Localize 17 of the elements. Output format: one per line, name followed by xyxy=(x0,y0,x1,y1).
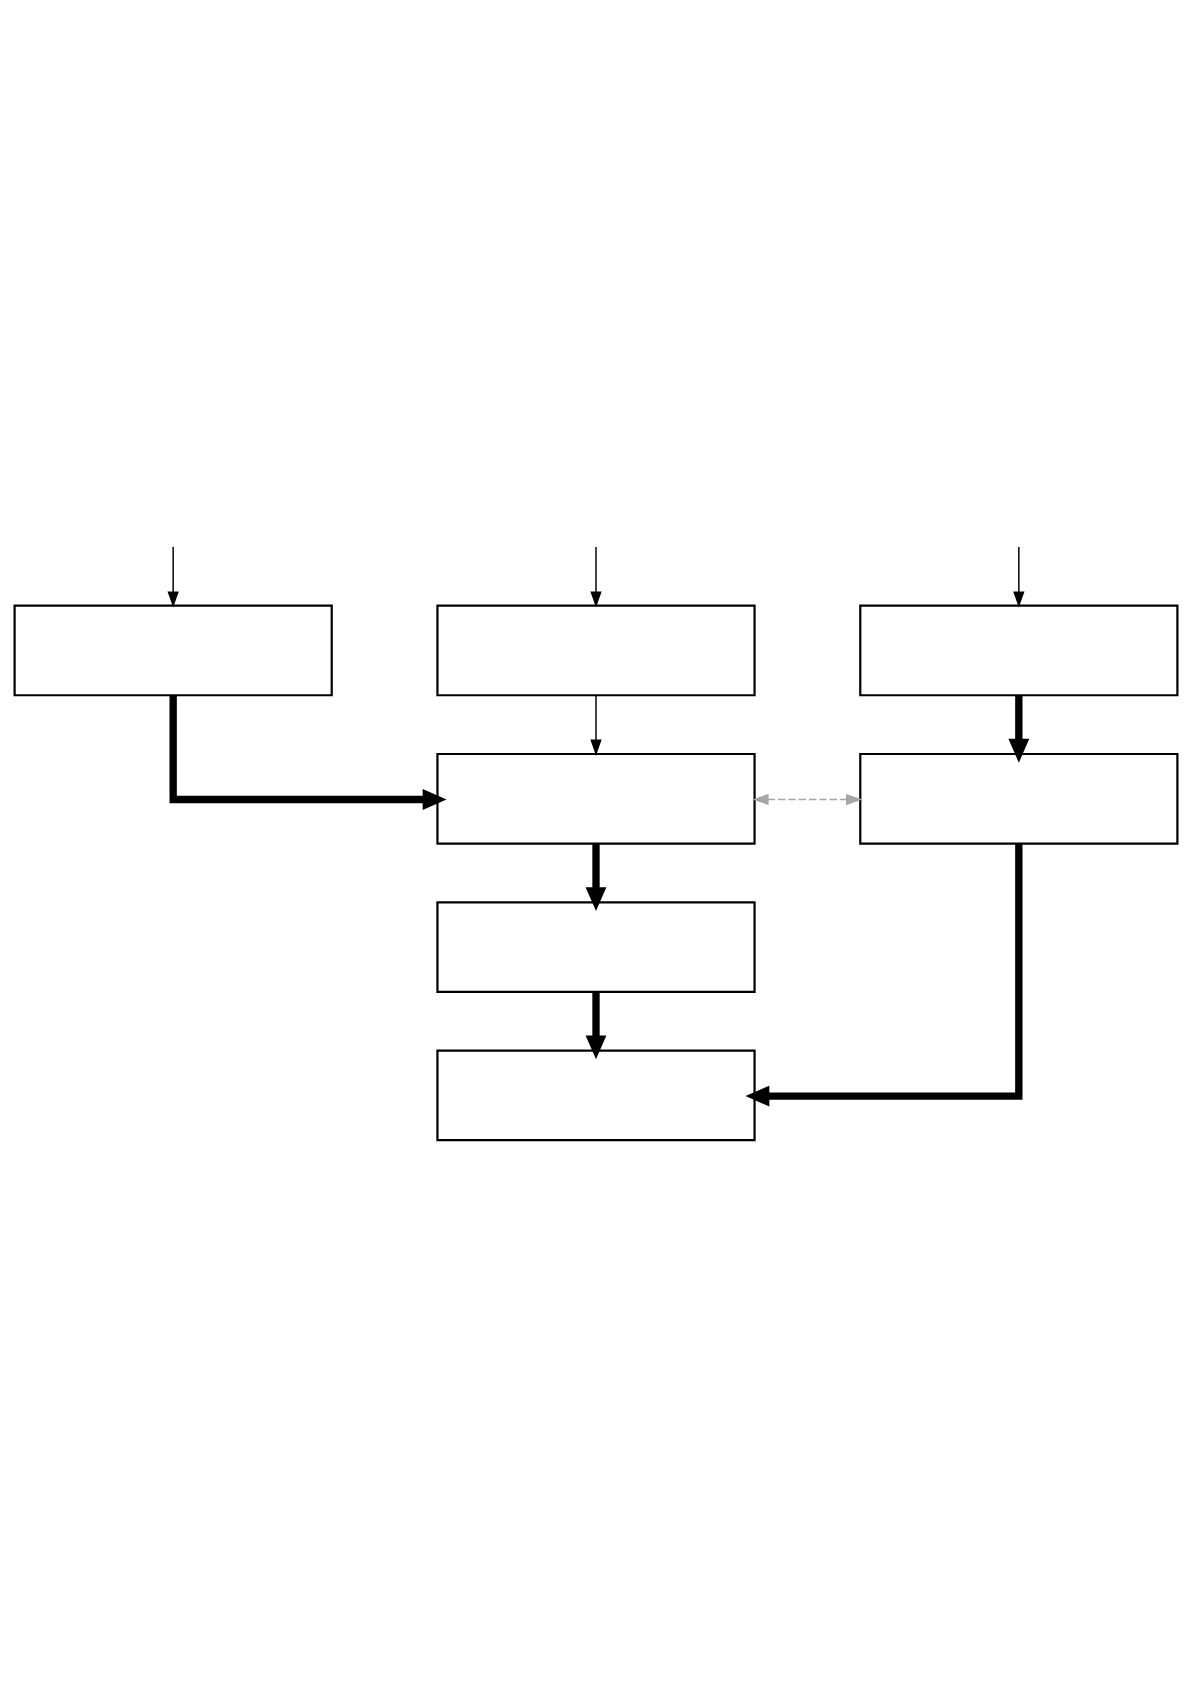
node-box xyxy=(859,604,1179,697)
node-box xyxy=(436,901,756,993)
node-box xyxy=(859,752,1179,845)
node-box xyxy=(13,604,333,697)
node-box xyxy=(436,604,756,697)
arrow xyxy=(167,546,179,608)
arrow xyxy=(169,695,447,810)
arrow xyxy=(585,843,607,911)
arrow xyxy=(585,991,607,1060)
arrow xyxy=(1008,695,1030,763)
arrow xyxy=(590,546,602,608)
arrow xyxy=(745,843,1023,1107)
node-box xyxy=(436,752,756,845)
arrow xyxy=(752,793,863,806)
node-box xyxy=(436,1049,756,1142)
arrow xyxy=(590,694,602,756)
arrow xyxy=(1013,546,1025,608)
